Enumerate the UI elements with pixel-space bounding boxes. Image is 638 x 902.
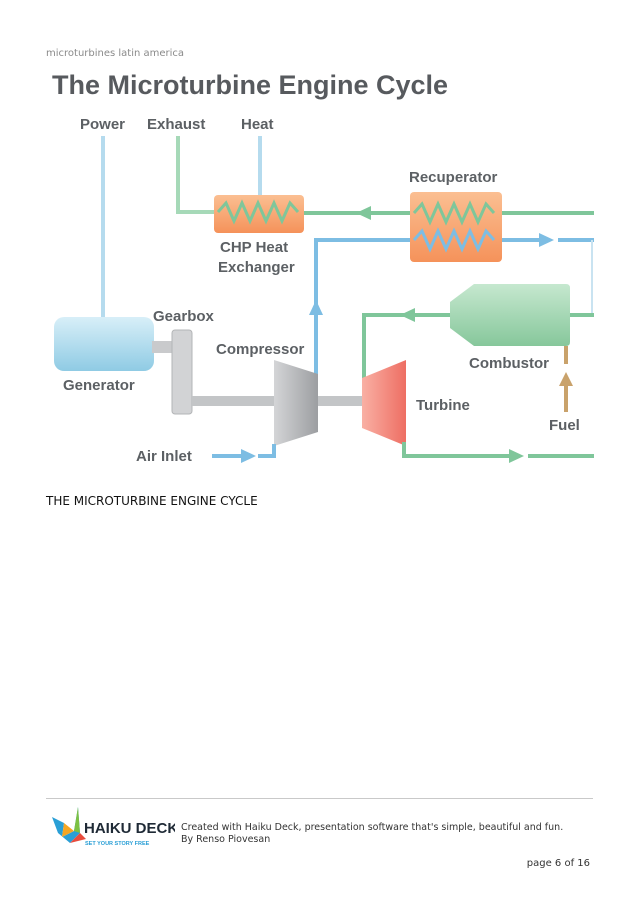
page-number: page 6 of 16: [526, 858, 590, 869]
footer-rule: [46, 798, 593, 799]
gearbox: [171, 329, 193, 415]
exhaust-line: [176, 136, 216, 214]
logo-tagline: SET YOUR STORY FREE: [85, 841, 150, 847]
power-label: Power: [80, 116, 125, 133]
turbine-exhaust-line: [402, 442, 510, 458]
arrow-blue-up: [309, 300, 323, 315]
air-inlet-label: Air Inlet: [136, 448, 192, 465]
generator: [54, 317, 154, 371]
combustor-to-turbine-line: [362, 313, 450, 380]
arrow-to-chp: [356, 206, 371, 220]
arrow-exhaust-right: [509, 449, 524, 463]
compressor-label: Compressor: [216, 341, 305, 358]
page-header: microturbines latin america: [46, 48, 185, 59]
logo-crane-icon: [52, 807, 80, 843]
slide-caption: THE MICROTURBINE ENGINE CYCLE: [46, 494, 258, 508]
logo-text: HAIKU DECK: [84, 820, 175, 837]
recuperator-label: Recuperator: [409, 169, 498, 186]
combustor-label: Combustor: [469, 355, 549, 372]
credit-line-1: Created with Haiku Deck, presentation so…: [181, 822, 564, 833]
turbine-label: Turbine: [416, 397, 470, 414]
chp-label-line2: Exchanger: [218, 259, 295, 276]
combustor: [450, 284, 570, 346]
recuperator: [410, 192, 502, 262]
generator-label: Generator: [63, 377, 135, 394]
arrow-air-right: [241, 449, 256, 463]
compressor: [274, 360, 318, 446]
footer-credit: Created with Haiku Deck, presentation so…: [181, 822, 563, 846]
blue-compressor-up: [314, 238, 410, 374]
logo-crane-accent-3: [70, 833, 86, 843]
logo-crane-accent-2: [74, 807, 80, 833]
heat-label: Heat: [241, 116, 274, 133]
arrow-to-turbine: [400, 308, 415, 322]
arrow-blue-right: [539, 233, 554, 247]
turbine: [362, 360, 406, 446]
fuel-label: Fuel: [549, 417, 580, 434]
exhaust-label: Exhaust: [147, 116, 205, 133]
generator-shaft: [152, 341, 172, 353]
chp-heat-exchanger: [214, 195, 304, 233]
air-to-compressor-line: [258, 444, 276, 458]
gearbox-label: Gearbox: [153, 308, 215, 325]
diagram-title: The Microturbine Engine Cycle: [52, 70, 448, 100]
credit-line-2: By Renso Piovesan: [181, 834, 271, 845]
haiku-deck-logo[interactable]: HAIKU DECK SET YOUR STORY FREE: [50, 803, 175, 851]
chp-label-line1: CHP Heat: [220, 239, 288, 256]
arrow-fuel-up: [559, 372, 573, 386]
logo-crane-accent-1: [62, 823, 74, 837]
microturbine-cycle-diagram: The Microturbine Engine Cycle Power Exha…: [52, 70, 594, 465]
